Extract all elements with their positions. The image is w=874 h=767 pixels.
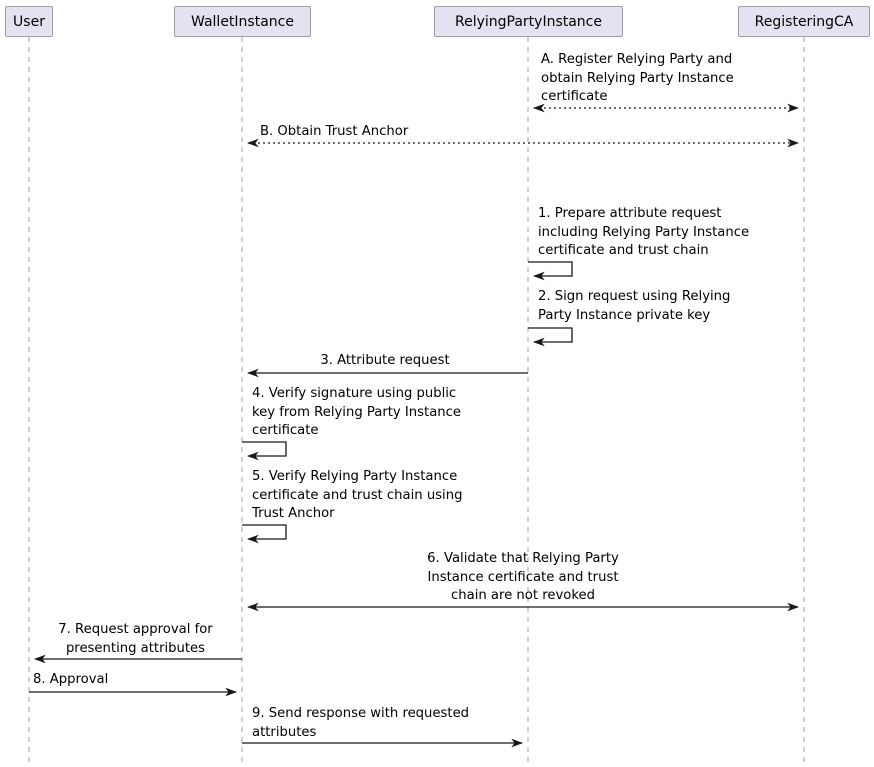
message-label-A: A. Register Relying Party and obtain Rel… bbox=[541, 52, 734, 105]
message-label-6: 6. Validate that Relying Party Instance … bbox=[427, 551, 619, 604]
message-label-7: 7. Request approval for presenting attri… bbox=[58, 622, 213, 656]
message-2 bbox=[528, 327, 573, 347]
participant-label: RelyingPartyInstance bbox=[454, 13, 602, 30]
message-label-5: 5. Verify Relying Party Instance certifi… bbox=[252, 469, 463, 522]
participant-label: User bbox=[13, 13, 45, 30]
self-loop-arrow bbox=[242, 441, 287, 461]
self-loop-arrow bbox=[528, 327, 573, 347]
message-label-4: 4. Verify signature using public key fro… bbox=[252, 386, 462, 439]
message-1 bbox=[528, 261, 573, 281]
message-label-8: 8. Approval bbox=[33, 672, 109, 687]
participant-label: RegisteringCA bbox=[754, 13, 854, 30]
message-label-1: 1. Prepare attribute request including R… bbox=[538, 206, 750, 259]
participant-rp[interactable]: RelyingPartyInstance bbox=[434, 6, 623, 37]
message-5 bbox=[242, 524, 287, 544]
participant-wallet[interactable]: WalletInstance bbox=[174, 6, 311, 37]
self-loop-arrow bbox=[242, 524, 287, 544]
self-loop-arrow bbox=[528, 261, 573, 281]
message-label-B: B. Obtain Trust Anchor bbox=[260, 124, 409, 139]
message-label-9: 9. Send response with requested attribut… bbox=[252, 706, 470, 740]
message-4 bbox=[242, 441, 287, 461]
message-label-2: 2. Sign request using Relying Party Inst… bbox=[538, 289, 731, 323]
participant-user[interactable]: User bbox=[5, 6, 53, 37]
message-arrows bbox=[29, 103, 799, 748]
lifelines bbox=[28, 37, 805, 767]
message-label-3: 3. Attribute request bbox=[320, 353, 450, 368]
participant-ca[interactable]: RegisteringCA bbox=[738, 6, 870, 37]
participant-label: WalletInstance bbox=[191, 13, 294, 30]
